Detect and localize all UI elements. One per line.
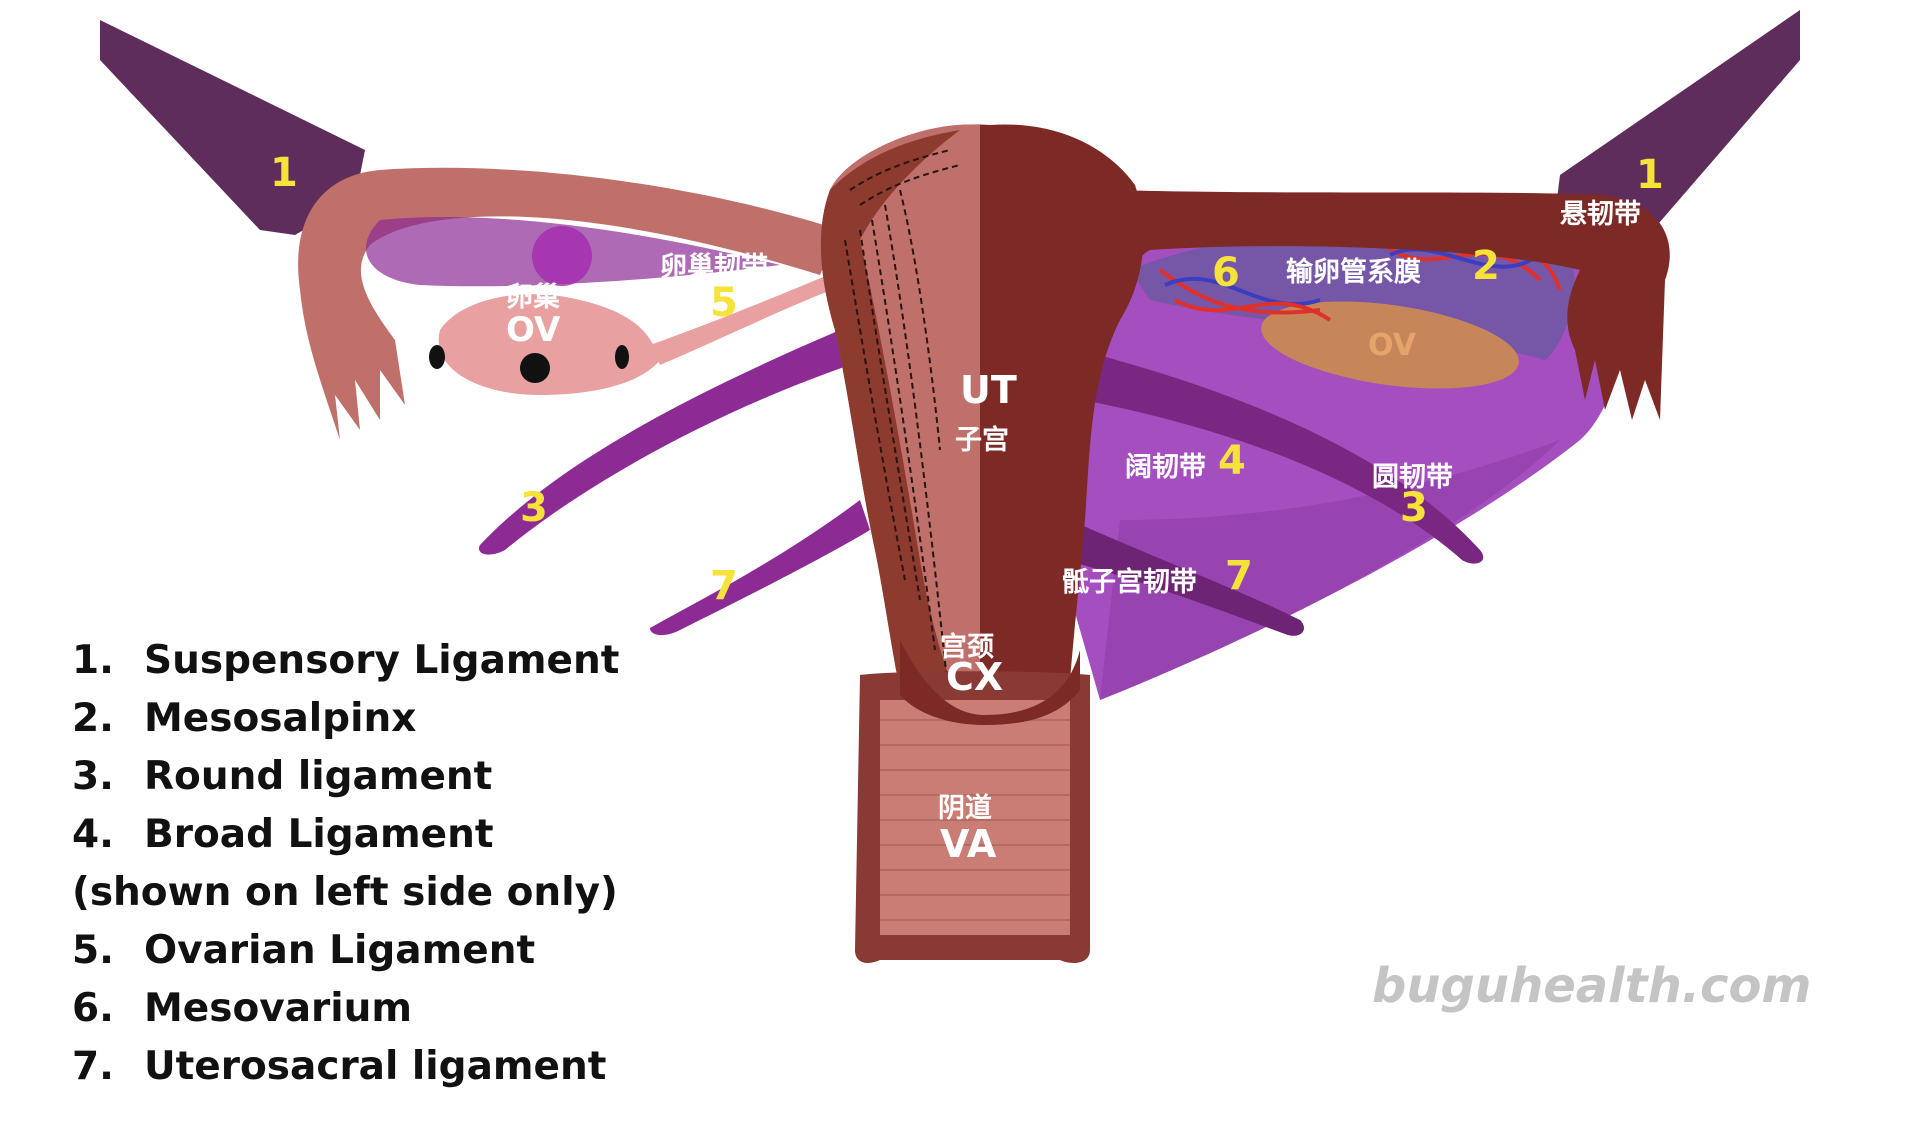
right-round-ligament bbox=[1055, 345, 1484, 564]
vagina-rugae bbox=[880, 719, 1070, 921]
label-round-zh: 圆韧带 bbox=[1372, 462, 1453, 493]
legend-num: 4. bbox=[72, 812, 114, 857]
label-num-7-right: 7 bbox=[1225, 553, 1253, 599]
label-num-3-right: 3 bbox=[1400, 485, 1428, 531]
label-ovary-ab: OV bbox=[506, 310, 561, 350]
legend-text: Broad Ligament bbox=[144, 812, 494, 857]
legend-item: 3. Round ligament bbox=[72, 748, 619, 806]
label-uterosacral-zh: 骶子宫韧带 bbox=[1062, 567, 1197, 598]
legend-item: 7. Uterosacral ligament bbox=[72, 1038, 619, 1096]
legend-item: 4. Broad Ligament bbox=[72, 806, 619, 864]
right-uterine-tube bbox=[1110, 190, 1670, 420]
label-num-4: 4 bbox=[1218, 438, 1246, 484]
cervix bbox=[900, 640, 1080, 725]
label-cervix-ab: CX bbox=[946, 655, 1004, 699]
ovary-follicle-top bbox=[532, 226, 592, 286]
label-broad-zh: 阔韧带 bbox=[1125, 452, 1206, 483]
ovary-follicle-3 bbox=[615, 345, 629, 369]
right-ovary bbox=[1261, 301, 1519, 389]
label-num-1-left: 1 bbox=[270, 150, 298, 196]
label-suspensory-zh: 悬韧带 bbox=[1560, 199, 1641, 230]
label-num-6: 6 bbox=[1212, 250, 1240, 296]
label-ovary-zh: 卵巢 bbox=[506, 282, 560, 313]
legend-note: (shown on left side only) bbox=[72, 864, 619, 922]
label-ovarian-ligament-zh: 卵巢韧带 bbox=[660, 252, 768, 283]
left-uterosacral-ligament bbox=[650, 500, 870, 636]
right-broad-ligament-shadow bbox=[1100, 440, 1560, 700]
legend-item: 2. Mesosalpinx bbox=[72, 690, 619, 748]
left-round-ligament bbox=[479, 330, 850, 555]
legend-num: 1. bbox=[72, 638, 114, 683]
legend-text: Mesosalpinx bbox=[144, 696, 417, 741]
label-cervix-zh: 宫颈 bbox=[940, 632, 994, 663]
legend-num: 5. bbox=[72, 928, 114, 973]
legend: 1. Suspensory Ligament 2. Mesosalpinx 3. Ro… bbox=[72, 632, 619, 1096]
legend-text: (shown on left side only) bbox=[72, 870, 618, 915]
legend-num: 3. bbox=[72, 754, 114, 799]
legend-text: Uterosacral ligament bbox=[144, 1044, 607, 1089]
label-num-5: 5 bbox=[710, 280, 738, 326]
label-ovary-right: OV bbox=[1368, 328, 1416, 363]
left-ovary bbox=[438, 294, 660, 395]
ovary-follicle-2 bbox=[520, 353, 550, 383]
legend-num: 7. bbox=[72, 1044, 114, 1089]
myometrium-fibers bbox=[844, 149, 961, 691]
label-uterus-zh: 子宫 bbox=[955, 425, 1009, 456]
legend-text: Mesovarium bbox=[144, 986, 413, 1031]
vagina-lumen bbox=[880, 700, 1070, 935]
label-vagina-zh: 阴道 bbox=[938, 793, 992, 824]
label-uterus-ab: UT bbox=[960, 368, 1017, 412]
label-num-1-right: 1 bbox=[1636, 152, 1664, 198]
legend-item: 6. Mesovarium bbox=[72, 980, 619, 1038]
right-suspensory-ligament bbox=[1555, 10, 1800, 245]
label-vagina-ab: VA bbox=[940, 822, 997, 866]
label-num-2: 2 bbox=[1472, 243, 1500, 289]
ovary-follicle-1 bbox=[429, 345, 445, 369]
legend-num: 2. bbox=[72, 696, 114, 741]
label-num-3-left: 3 bbox=[520, 485, 548, 531]
legend-num: 6. bbox=[72, 986, 114, 1031]
ovarian-ligament-band bbox=[650, 270, 845, 365]
legend-text: Suspensory Ligament bbox=[144, 638, 620, 683]
left-uterine-tube bbox=[298, 167, 840, 440]
label-mesosalpinx-zh: 输卵管系膜 bbox=[1286, 257, 1421, 288]
legend-item: 1. Suspensory Ligament bbox=[72, 632, 619, 690]
right-uterosacral-ligament bbox=[1065, 520, 1305, 636]
left-suspensory-ligament bbox=[100, 20, 365, 235]
watermark: buguhealth.com bbox=[1372, 958, 1812, 1014]
legend-text: Round ligament bbox=[144, 754, 493, 799]
label-num-7-left: 7 bbox=[710, 563, 738, 609]
legend-item: 5. Ovarian Ligament bbox=[72, 922, 619, 980]
legend-text: Ovarian Ligament bbox=[144, 928, 536, 973]
